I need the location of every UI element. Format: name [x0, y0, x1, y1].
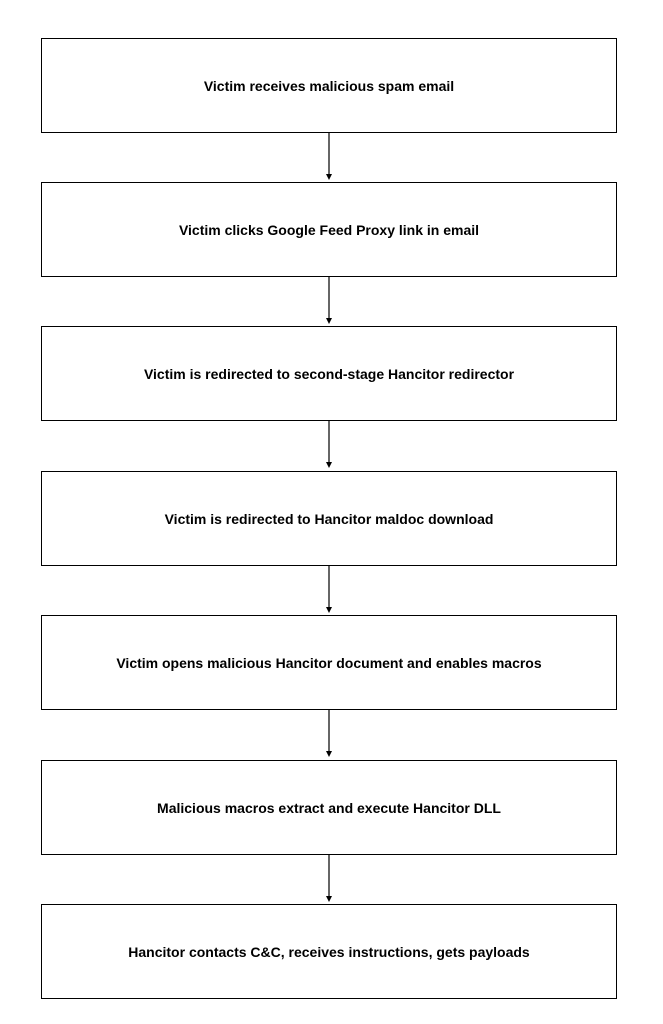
- flow-step-3: Victim is redirected to second-stage Han…: [41, 326, 617, 421]
- down-arrow-icon: [326, 277, 332, 324]
- flow-step-6: Malicious macros extract and execute Han…: [41, 760, 617, 855]
- flow-step-2: Victim clicks Google Feed Proxy link in …: [41, 182, 617, 277]
- down-arrow-icon: [326, 855, 332, 902]
- flow-step-7: Hancitor contacts C&C, receives instruct…: [41, 904, 617, 999]
- flow-step-label: Victim clicks Google Feed Proxy link in …: [178, 221, 480, 238]
- down-arrow-icon: [326, 421, 332, 468]
- flow-step-label: Victim opens malicious Hancitor document…: [116, 654, 542, 671]
- flow-step-label: Victim is redirected to Hancitor maldoc …: [164, 510, 494, 527]
- flow-step-label: Hancitor contacts C&C, receives instruct…: [128, 943, 530, 960]
- down-arrow-icon: [326, 710, 332, 757]
- flow-step-label: Victim receives malicious spam email: [203, 77, 455, 94]
- flow-step-label: Victim is redirected to second-stage Han…: [143, 365, 515, 382]
- flow-step-5: Victim opens malicious Hancitor document…: [41, 615, 617, 710]
- flow-step-1: Victim receives malicious spam email: [41, 38, 617, 133]
- flow-step-label: Malicious macros extract and execute Han…: [157, 799, 501, 816]
- down-arrow-icon: [326, 566, 332, 613]
- flow-step-4: Victim is redirected to Hancitor maldoc …: [41, 471, 617, 566]
- down-arrow-icon: [326, 133, 332, 180]
